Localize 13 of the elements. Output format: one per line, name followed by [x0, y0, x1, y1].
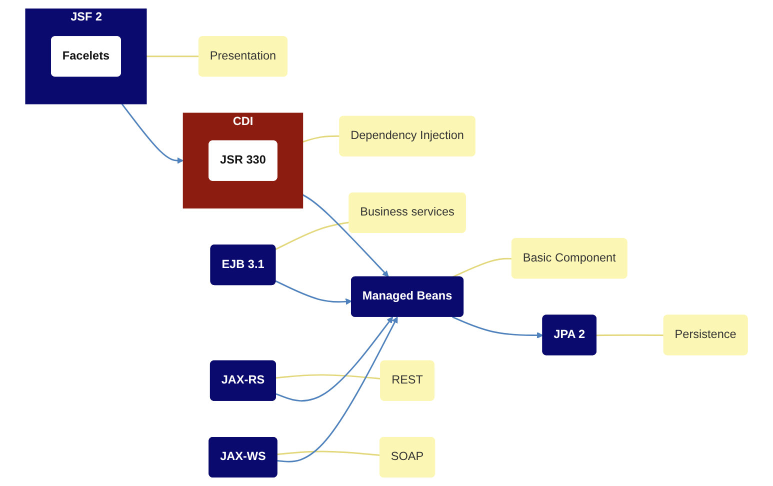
connector: [302, 135, 340, 143]
arrow: [276, 316, 394, 402]
connector: [275, 222, 350, 250]
arrow: [275, 280, 352, 305]
arrow: [302, 194, 389, 278]
arrow: [121, 103, 184, 164]
connector: [277, 450, 380, 456]
connector: [276, 374, 381, 380]
arrow: [452, 316, 544, 339]
connector: [596, 334, 664, 336]
connector: [452, 258, 512, 278]
arrow: [277, 316, 398, 462]
connector: [146, 56, 199, 58]
